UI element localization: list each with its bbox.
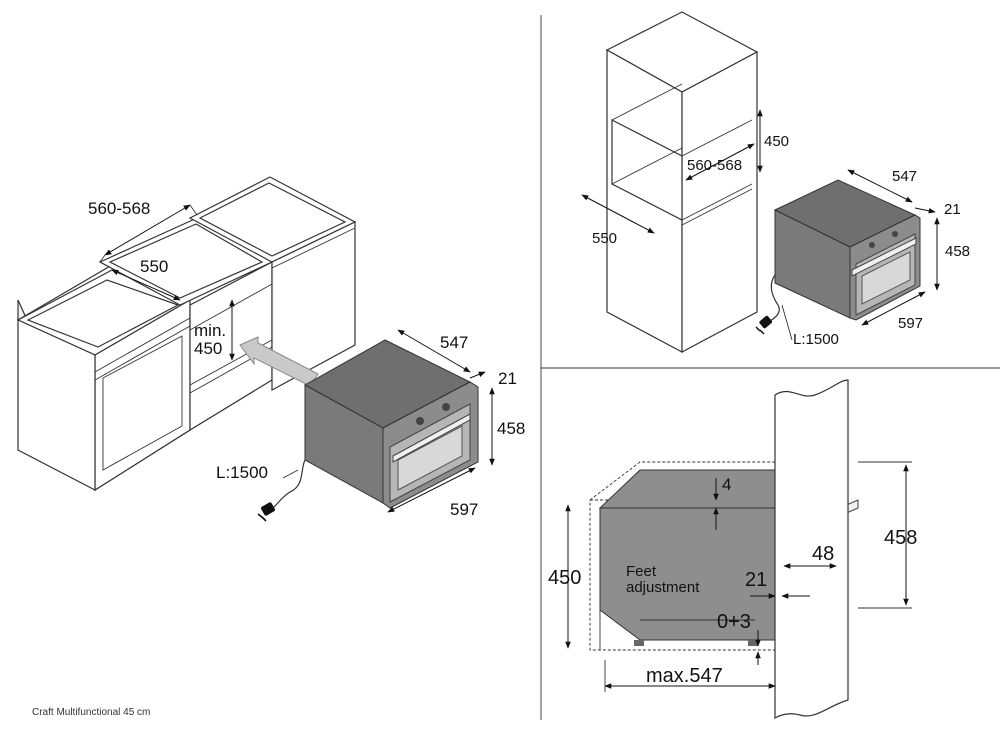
feet-value-label: 0+3 <box>717 611 751 633</box>
tall-housing <box>605 11 759 353</box>
feet-label-line2: adjustment <box>626 579 700 596</box>
tr-oven-height-label: 458 <box>945 243 970 260</box>
tall-housing-dimensions <box>581 109 763 234</box>
tr-oven-depth-label: 547 <box>892 168 917 185</box>
tr-oven-dimensions <box>767 169 940 341</box>
max-depth-label: max.547 <box>646 665 723 687</box>
left-cabinet-run <box>16 176 357 492</box>
gap-top-label: 4 <box>722 475 731 494</box>
left-min-label: min. <box>194 321 226 340</box>
left-oven-dimensions <box>269 329 495 513</box>
left-oven-height-label: 458 <box>497 419 525 438</box>
left-dimensions <box>99 204 235 361</box>
left-oven <box>303 339 479 509</box>
feet-label-line1: Feet <box>626 563 657 580</box>
tr-plug-icon <box>755 315 772 335</box>
diagram-caption: Craft Multifunctional 45 cm <box>32 707 150 718</box>
tr-height-label: 450 <box>764 133 789 150</box>
left-cable-label: L:1500 <box>216 463 268 482</box>
panel-dividers <box>540 15 1000 720</box>
left-oven-depth-label: 547 <box>440 333 468 352</box>
tr-oven-width-label: 597 <box>898 315 923 332</box>
tr-width-label: 560-568 <box>687 157 742 174</box>
section-dimensions <box>565 461 912 692</box>
left-width-label: 560-568 <box>88 199 150 218</box>
section-panel-label: 21 <box>745 569 767 591</box>
left-min-value-label: 450 <box>194 339 222 358</box>
section-oven-height-label: 458 <box>884 527 917 549</box>
left-oven-width-label: 597 <box>450 500 478 519</box>
left-depth-label: 550 <box>140 257 168 276</box>
handle-offset-label: 48 <box>812 543 834 565</box>
tr-depth-label: 550 <box>592 230 617 247</box>
left-oven-panel-label: 21 <box>498 369 517 388</box>
tr-oven-panel-label: 21 <box>944 201 961 218</box>
niche-height-label: 450 <box>548 567 581 589</box>
tr-cable-label: L:1500 <box>793 331 839 348</box>
tr-oven <box>773 179 921 321</box>
left-plug-icon <box>257 502 275 522</box>
